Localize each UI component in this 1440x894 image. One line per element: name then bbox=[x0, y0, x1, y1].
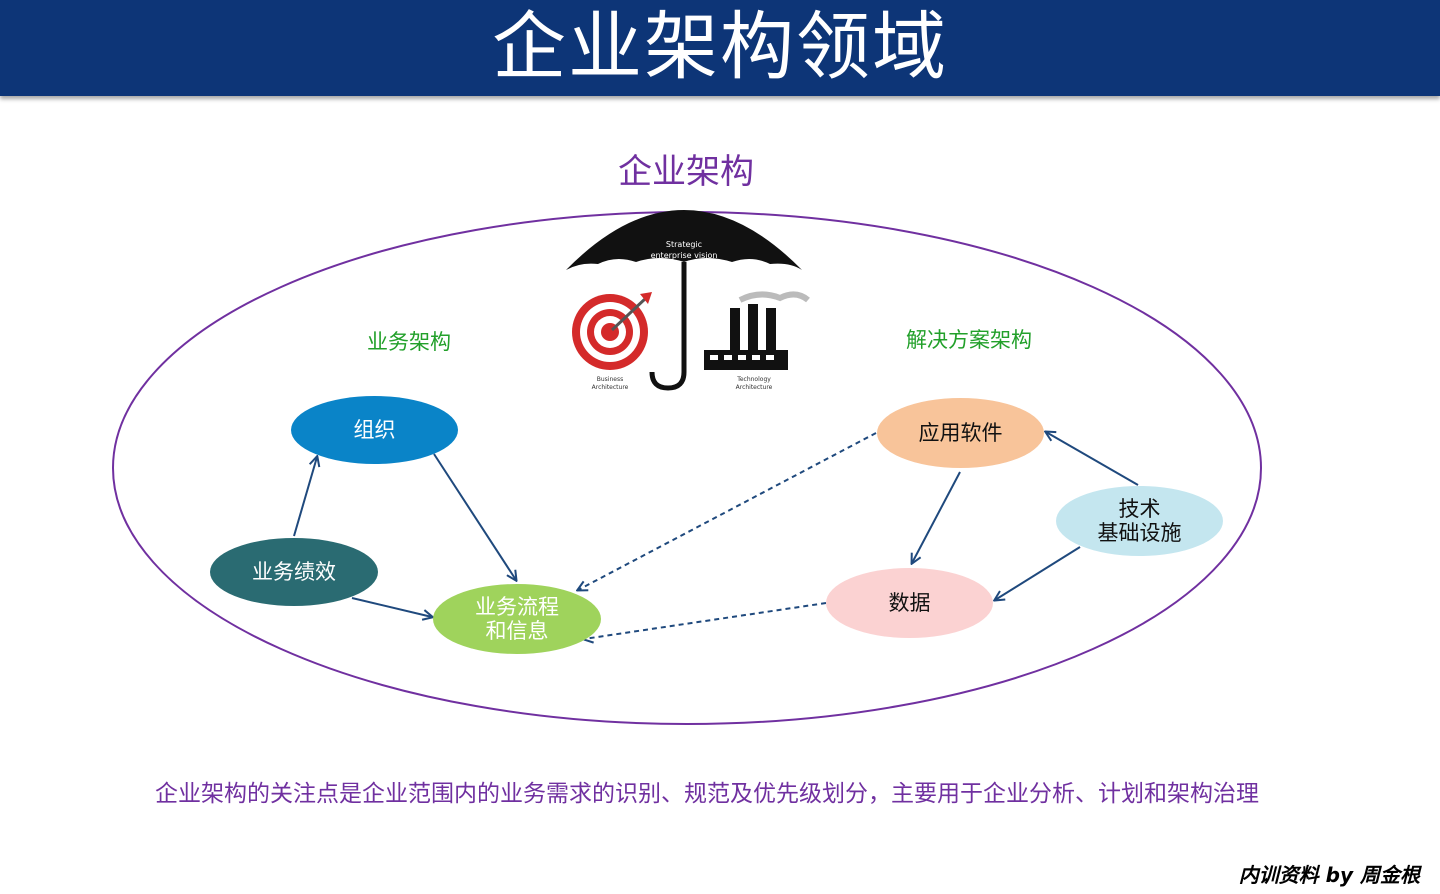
business-process-label: 业务流程 和信息 bbox=[475, 595, 559, 643]
umbrella-handle bbox=[649, 262, 687, 391]
organization-label: 组织 bbox=[353, 418, 396, 442]
arrow-performance-to-organization bbox=[293, 457, 317, 537]
tech-infrastructure-node: 技术 基础设施 bbox=[1056, 486, 1223, 556]
tech-infrastructure-label: 技术 基础设施 bbox=[1097, 497, 1182, 545]
credit-text: 内训资料 by 周金根 bbox=[1238, 863, 1420, 887]
factory-icon bbox=[704, 291, 810, 370]
target-icon bbox=[572, 292, 652, 370]
organization-node: 组织 bbox=[291, 396, 458, 464]
arrow-performance-to-process bbox=[351, 597, 432, 617]
diagram-title: 企业架构 bbox=[618, 152, 754, 192]
canopy-line-2: enterprise vision bbox=[651, 251, 718, 260]
business-architecture-label: 业务架构 bbox=[367, 330, 451, 354]
svg-text:Strategic: Strategic bbox=[666, 240, 702, 249]
umbrella-canopy bbox=[566, 210, 802, 270]
dashed-arrow-data-to-process bbox=[584, 602, 827, 639]
enterprise-architecture-ellipse bbox=[112, 211, 1262, 725]
arrow-organization-to-process bbox=[433, 453, 516, 580]
data-label: 数据 bbox=[888, 591, 931, 615]
business-performance-node: 业务绩效 bbox=[210, 538, 378, 606]
application-software-label: 应用软件 bbox=[918, 421, 1003, 445]
svg-text:Architecture: Architecture bbox=[592, 384, 629, 391]
arrow-infrastructure-to-application bbox=[1046, 432, 1139, 486]
page-title: 企业架构领域 bbox=[492, 4, 948, 90]
solution-architecture-label: 解决方案架构 bbox=[906, 328, 1032, 352]
canopy-line-1: Strategic bbox=[666, 240, 702, 249]
dashed-arrow-application-to-process bbox=[578, 432, 877, 590]
svg-text:Technology: Technology bbox=[736, 376, 771, 383]
data-node: 数据 bbox=[826, 568, 993, 638]
description-text: 企业架构的关注点是企业范围内的业务需求的识别、规范及优先级划分，主要用于企业分析… bbox=[155, 781, 1259, 807]
svg-text:Business: Business bbox=[597, 376, 623, 383]
title-banner: 企业架构领域 bbox=[0, 0, 1440, 96]
business-process-node: 业务流程 和信息 bbox=[433, 584, 601, 654]
business-performance-label: 业务绩效 bbox=[252, 560, 336, 584]
svg-text:enterprise vision: enterprise vision bbox=[651, 251, 718, 260]
umbrella-illustration: Strategic enterprise vision Business Arc… bbox=[566, 210, 810, 391]
svg-text:Architecture: Architecture bbox=[736, 384, 773, 391]
arrow-application-to-data bbox=[912, 471, 961, 563]
application-software-node: 应用软件 bbox=[877, 398, 1044, 468]
arrow-infrastructure-to-data bbox=[995, 546, 1081, 600]
